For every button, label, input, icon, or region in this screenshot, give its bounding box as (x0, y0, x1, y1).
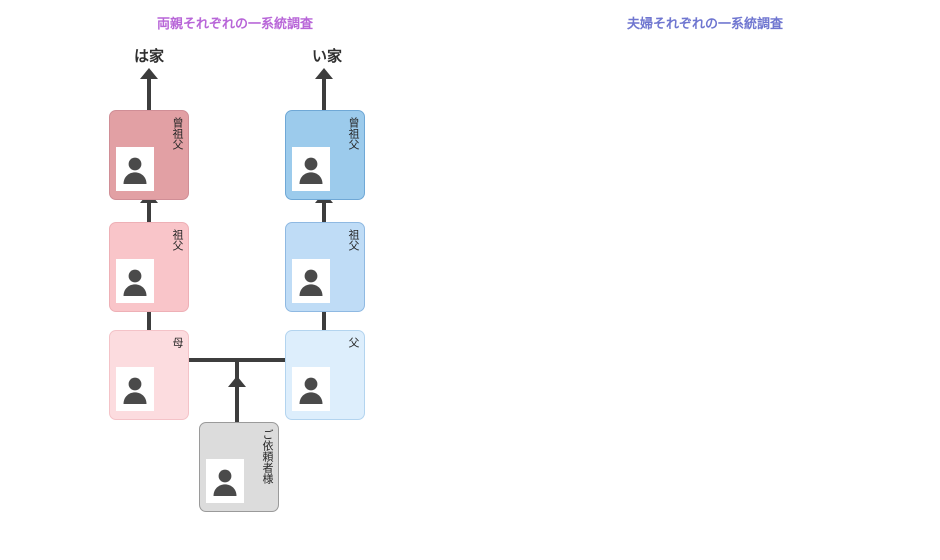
arrow-up-icon (315, 68, 333, 79)
person-avatar-icon (292, 367, 330, 411)
person-avatar-icon (116, 147, 154, 191)
person-avatar-icon (292, 259, 330, 303)
arrow-up-icon (228, 376, 246, 387)
person-label: 父 (347, 337, 360, 348)
client-box[interactable]: ご依頼者様 (199, 422, 279, 512)
panel-title-right: 夫婦それぞれの一系統調査 (626, 17, 783, 32)
person-label: 曾祖父 (347, 117, 360, 150)
panel-title-left: 両親それぞれの一系統調査 (156, 17, 313, 32)
person-box[interactable]: 曾祖父 (109, 110, 189, 200)
person-label: 祖父 (347, 229, 360, 251)
person-avatar-icon (116, 259, 154, 303)
person-box[interactable]: 祖父 (109, 222, 189, 312)
house-label-left-col2: い家 (311, 47, 342, 65)
connector-line (235, 360, 239, 422)
person-label: 母 (171, 337, 184, 348)
person-label: 祖父 (171, 229, 184, 251)
connector-line (147, 308, 151, 330)
connector-line (322, 78, 326, 110)
arrow-up-icon (140, 68, 158, 79)
person-box[interactable]: 父 (285, 330, 365, 420)
panel-couple-lineage: 夫婦それぞれの一系統調査 い′家 い家 曾祖父 祖 (470, 0, 940, 560)
person-box[interactable]: 曾祖父 (285, 110, 365, 200)
connector-line (147, 200, 151, 222)
person-label: 曾祖父 (171, 117, 184, 150)
panel-parents-lineage: 両親それぞれの一系統調査 は家 い家 曾祖父 祖父 (109, 17, 365, 512)
connector-line (322, 200, 326, 222)
connector-line (322, 308, 326, 330)
person-avatar-icon (292, 147, 330, 191)
connector-line (147, 78, 151, 110)
person-avatar-icon (116, 367, 154, 411)
house-label-left-col1: は家 (133, 47, 164, 65)
person-box[interactable]: 祖父 (285, 222, 365, 312)
marriage-connector-line (185, 358, 325, 362)
person-avatar-icon (206, 459, 244, 503)
person-box[interactable]: 母 (109, 330, 189, 420)
client-label: ご依頼者様 (261, 429, 274, 484)
